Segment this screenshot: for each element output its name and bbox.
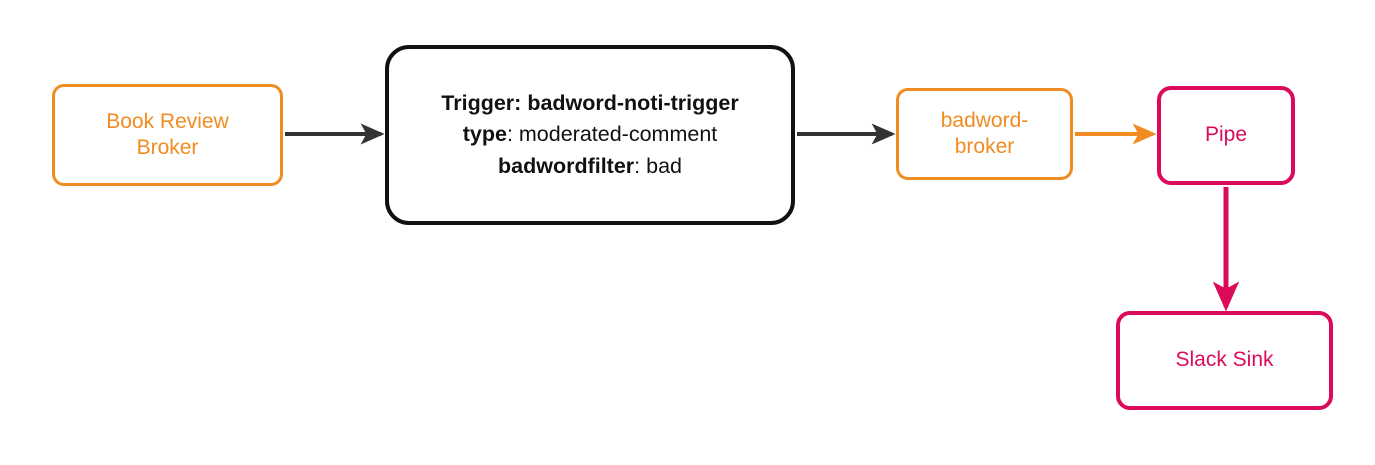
node-slack-sink-label: Slack Sink: [1175, 348, 1274, 372]
node-badword-noti-trigger[interactable]: Trigger: badword-noti-trigger type: mode…: [385, 45, 795, 225]
node-badword-broker[interactable]: badword- broker: [896, 88, 1073, 180]
trigger-detail-list: Trigger: badword-noti-trigger type: mode…: [389, 88, 791, 182]
trigger-line-type: type: moderated-comment: [403, 119, 777, 150]
node-slack-sink[interactable]: Slack Sink: [1116, 311, 1333, 410]
node-book-review-broker-label: Book Review Broker: [106, 109, 229, 159]
trigger-key-trigger: Trigger:: [441, 91, 522, 116]
trigger-line-badwordfilter: badwordfilter: bad: [403, 151, 777, 182]
trigger-value-type: : moderated-comment: [506, 122, 718, 147]
trigger-key-badwordfilter: badwordfilter: [498, 153, 635, 178]
node-book-review-broker[interactable]: Book Review Broker: [52, 84, 283, 186]
node-badword-broker-label: badword- broker: [940, 108, 1029, 158]
trigger-key-type: type: [462, 122, 507, 147]
trigger-value-trigger: badword-noti-trigger: [527, 91, 739, 116]
node-pipe-label: Pipe: [1204, 123, 1248, 147]
trigger-value-badwordfilter: : bad: [634, 153, 682, 178]
node-pipe[interactable]: Pipe: [1157, 86, 1295, 185]
trigger-line-trigger: Trigger: badword-noti-trigger: [403, 88, 777, 119]
